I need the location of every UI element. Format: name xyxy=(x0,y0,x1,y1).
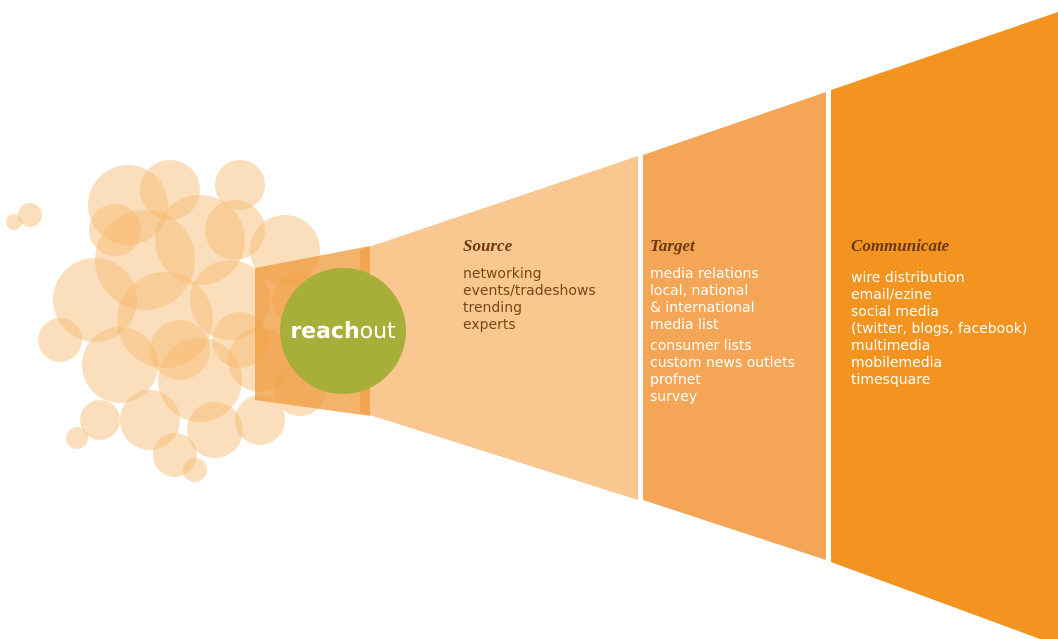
list-item: profnet xyxy=(650,372,701,388)
list-item: survey xyxy=(650,389,698,405)
bubble xyxy=(120,390,180,450)
list-item: multimedia xyxy=(851,338,931,354)
source-items: networking events/tradeshows trending ex… xyxy=(463,266,596,334)
logo-light-text: out xyxy=(359,318,396,344)
bubble xyxy=(6,214,22,230)
bubble xyxy=(140,160,200,220)
bubble xyxy=(190,260,270,340)
communicate-items: wire distribution email/ezine social med… xyxy=(851,270,1027,389)
list-item: experts xyxy=(463,317,516,333)
bubble xyxy=(82,327,158,403)
bubble xyxy=(183,458,207,482)
bubble xyxy=(150,320,210,380)
target-items: media relations local, national & intern… xyxy=(650,266,795,406)
list-item: media list xyxy=(650,317,719,333)
bubble xyxy=(88,165,168,245)
bubble xyxy=(117,272,213,368)
bubble xyxy=(153,433,197,477)
list-item: social media xyxy=(851,304,939,320)
source-panel xyxy=(360,156,638,500)
bubble xyxy=(66,427,88,449)
bubble xyxy=(212,312,268,368)
bubble xyxy=(215,160,265,210)
bubble xyxy=(158,338,242,422)
list-item: & international xyxy=(650,300,755,316)
target-panel xyxy=(643,92,826,560)
list-item: mobilemedia xyxy=(851,355,943,371)
list-item: custom news outlets xyxy=(650,355,795,371)
communicate-title: Communicate xyxy=(851,236,950,255)
bubble xyxy=(235,395,285,445)
bubble xyxy=(89,204,141,256)
bubble xyxy=(18,203,42,227)
list-item: wire distribution xyxy=(851,270,965,286)
list-item: media relations xyxy=(650,266,759,282)
source-title: Source xyxy=(463,236,513,255)
list-item: consumer lists xyxy=(650,338,752,354)
target-title: Target xyxy=(650,236,695,255)
bubble xyxy=(53,258,137,342)
logo-bold-text: reach xyxy=(290,318,360,344)
list-item: email/ezine xyxy=(851,287,932,303)
communicate-panel xyxy=(831,12,1058,639)
list-item: trending xyxy=(463,300,522,316)
list-item: timesquare xyxy=(851,372,931,388)
list-item: local, national xyxy=(650,283,749,299)
bubble xyxy=(205,200,265,260)
bubble xyxy=(38,318,82,362)
list-item: events/tradeshows xyxy=(463,283,596,299)
bubble xyxy=(187,402,243,458)
list-item: networking xyxy=(463,266,542,282)
bubble xyxy=(80,400,120,440)
bubble xyxy=(95,210,195,310)
bubble-cluster xyxy=(6,160,328,482)
bubble xyxy=(155,195,245,285)
list-item: (twitter, blogs, facebook) xyxy=(851,321,1028,337)
